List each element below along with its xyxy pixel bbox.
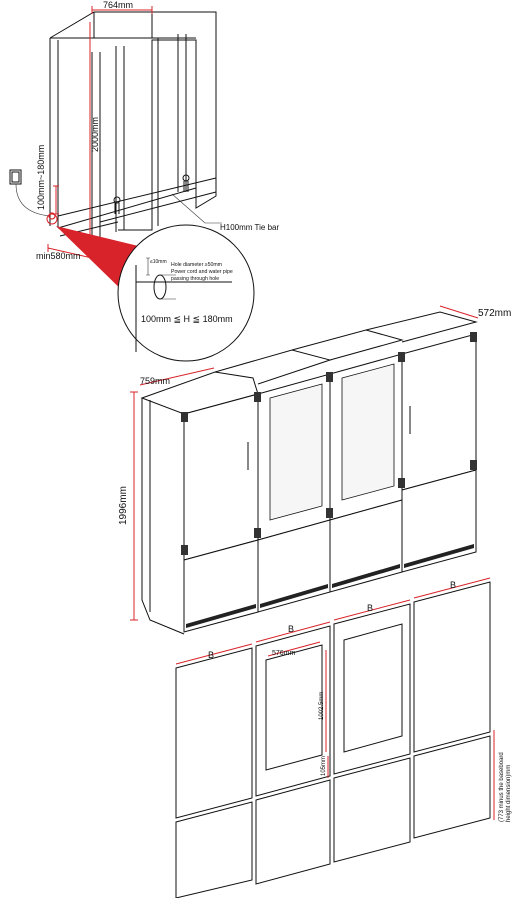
gap-label: 105mm bbox=[321, 756, 327, 776]
fridge-width-label: 759mm bbox=[140, 376, 170, 386]
frame-height-label: 1002.5mm bbox=[319, 692, 325, 720]
cabinet-height-label: 2000mm bbox=[90, 117, 100, 152]
fridge-height-label: 1996mm bbox=[118, 486, 129, 525]
min-depth-label: min580mm bbox=[36, 251, 81, 261]
panel-note-line1: (773 minus the baseboard bbox=[499, 752, 505, 822]
panel-b-2: B bbox=[288, 624, 294, 634]
panel-b-4: B bbox=[450, 580, 456, 590]
tie-bar-label: H100mm Tie bar bbox=[220, 223, 279, 232]
socket-range-label: 100mm~180mm bbox=[36, 145, 46, 210]
panel-b-1: B bbox=[208, 650, 214, 660]
fridges-drawing: 759mm 572mm 1996mm bbox=[118, 305, 511, 635]
hole-note-line2: Power cord and water pipe bbox=[171, 269, 233, 275]
panel-b-3: B bbox=[367, 603, 373, 613]
h-range-label: 100mm ≦ H ≦ 180mm bbox=[141, 314, 233, 324]
hole-note-line1: Hole diameter ≥50mm bbox=[171, 262, 222, 268]
hole-detail: ≤10mm Hole diameter ≥50mm Power cord and… bbox=[117, 224, 255, 362]
cabinet-width-label: 764mm bbox=[103, 0, 133, 10]
panel-note-line2: height dimension)mm bbox=[506, 765, 512, 822]
hole-note-line3: passing through hole bbox=[171, 276, 219, 282]
hole-note-size: ≤10mm bbox=[150, 259, 167, 265]
fridge-depth-label: 572mm bbox=[478, 308, 511, 319]
frame-width-label: 576mm bbox=[272, 650, 296, 657]
door-panels-drawing: B B B B 576mm 1002.5mm 105mm (773 minus … bbox=[175, 577, 512, 898]
